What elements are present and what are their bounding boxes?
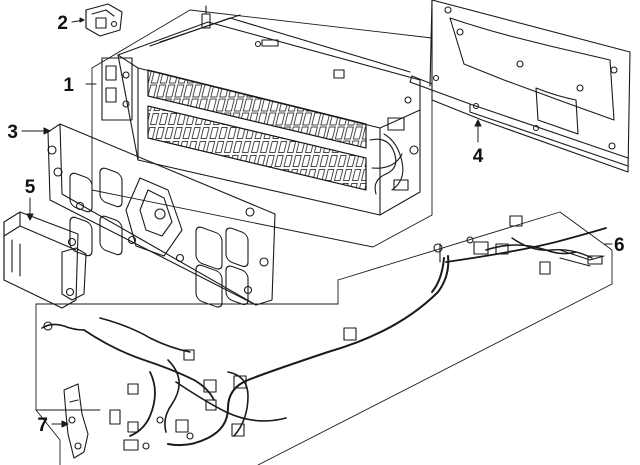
callout-2: 2 bbox=[57, 13, 68, 34]
callout-labels: 1 2 3 4 5 6 7 bbox=[7, 13, 624, 436]
battery-control-unit bbox=[3, 211, 87, 309]
callout-7: 7 bbox=[37, 415, 48, 436]
battery-module-assembly bbox=[91, 5, 433, 248]
callout-5: 5 bbox=[25, 177, 36, 198]
callout-1: 1 bbox=[63, 75, 74, 96]
harness-bracket bbox=[63, 383, 89, 459]
callout-3: 3 bbox=[7, 122, 18, 143]
battery-frame-plate bbox=[47, 123, 276, 308]
callout-4: 4 bbox=[473, 146, 484, 167]
callout-6: 6 bbox=[614, 235, 625, 256]
leader-lines bbox=[21, 17, 613, 428]
rear-panel bbox=[409, 0, 631, 173]
wire-harness-group bbox=[35, 211, 613, 465]
relay-bracket bbox=[85, 3, 123, 37]
